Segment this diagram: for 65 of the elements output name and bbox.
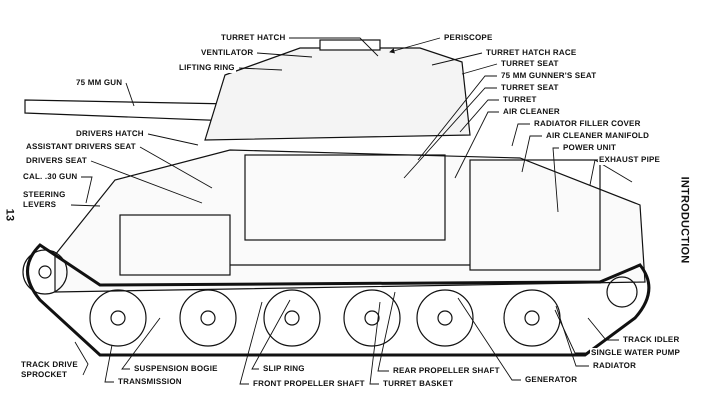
leader-line [238,68,282,70]
leader-line [126,82,134,106]
leader-line [462,64,498,74]
leader-line [552,148,560,212]
leader-line [458,298,522,380]
leader-line [590,160,596,186]
leader-line [594,160,632,182]
leader-line [239,302,262,384]
page-number: 13 [4,208,14,222]
leader-line [588,318,620,340]
callout-label: EXHAUST PIPE [598,155,662,165]
callout-label: TRANSMISSION [117,377,183,387]
callout-label: RADIATOR FILLER COVER [533,119,642,129]
leader-line [90,160,202,204]
leader-line [377,292,396,372]
leader-line [460,100,500,132]
leader-line [418,76,498,160]
callout-label: GENERATOR [524,375,578,385]
callout-label: REAR PROPELLER SHAFT [392,366,501,376]
callout-label: TURRET HATCH RACE [485,48,578,58]
leader-line [74,342,88,376]
leader-line [70,204,100,206]
leader-line [288,38,378,56]
callout-label: 75 MM GUN [75,78,124,88]
callout-label: RADIATOR [592,361,638,371]
callout-label: CAL. .30 GUN [22,172,78,182]
leader-line [251,300,290,370]
leader-line [148,134,198,146]
callout-label: POWER UNIT [562,143,618,153]
leader-line [554,310,588,354]
callout-label: TURRET BASKET [382,379,454,389]
leader-line [370,302,380,384]
callout-label: DRIVERS HATCH [75,129,145,139]
callout-label: LIFTING RING [178,63,236,73]
leader-line [556,306,590,366]
leader-line [121,318,160,370]
callout-label: TURRET SEAT [500,83,560,93]
section-heading: INTRODUCTION [679,176,690,264]
leader-line [404,88,498,178]
leader-line [256,52,312,58]
callout-label: SINGLE WATER PUMP [590,348,682,358]
callout-label: TURRET HATCH [220,33,286,43]
leader-line [454,112,500,178]
callout-label: PERISCOPE [443,33,494,43]
callout-label: VENTILATOR [200,48,254,58]
leader-line [432,52,482,66]
callout-label: SLIP RING [262,364,306,374]
callout-label: TRACK DRIVE SPROCKET [20,360,80,380]
callout-label: AIR CLEANER [502,107,561,117]
callout-label: 75 MM GUNNER'S SEAT [500,71,598,81]
leader-line [522,136,542,172]
callout-label: SUSPENSION BOGIE [133,364,219,374]
callout-label: TURRET SEAT [500,59,560,69]
callout-label: TURRET [502,95,538,105]
callout-label: STEERING LEVERS [22,190,68,210]
callout-label: TRACK IDLER [622,335,680,345]
callout-label: AIR CLEANER MANIFOLD [545,131,650,141]
leader-line [512,124,530,146]
leader-line [104,344,114,382]
leader-line [389,38,440,54]
leader-line [140,146,212,188]
leader-line [80,176,93,204]
callout-label: DRIVERS SEAT [25,156,88,166]
callout-label: FRONT PROPELLER SHAFT [252,379,366,389]
callout-label: ASSISTANT DRIVERS SEAT [25,142,137,152]
